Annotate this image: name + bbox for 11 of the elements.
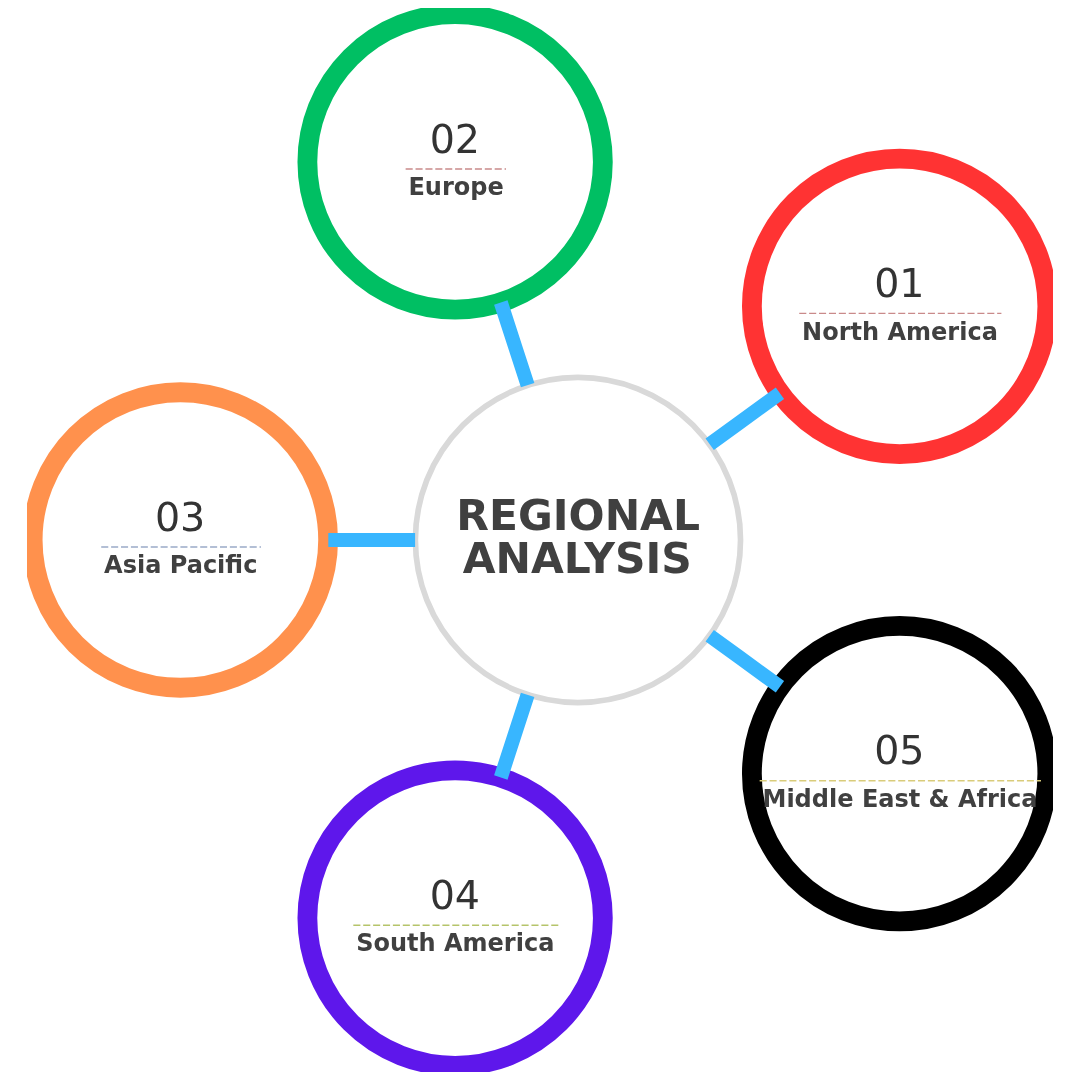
- node-circle: 03 Asia Pacific: [27, 382, 338, 698]
- connector: [494, 300, 535, 388]
- node-circle: REGIONAL ANALYSIS: [412, 374, 744, 706]
- connector: [494, 692, 535, 780]
- connector: [328, 532, 416, 548]
- node-circle: 01 North America: [742, 148, 1053, 464]
- connector: [705, 387, 785, 450]
- node-circle: 02 Europe: [297, 8, 613, 320]
- connector: [705, 630, 785, 693]
- node-circle: 04 South America: [297, 760, 613, 1072]
- node-circle: 05 Middle East & Africa: [742, 616, 1053, 932]
